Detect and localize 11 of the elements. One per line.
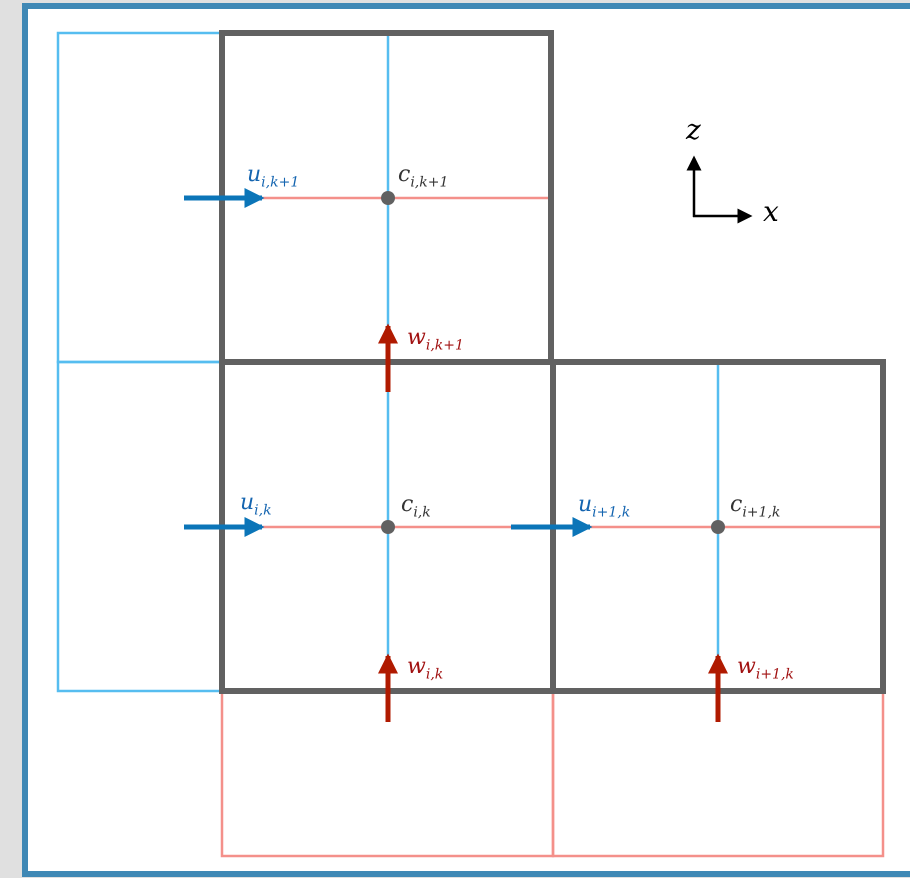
axis-label: x [763,200,779,224]
variable-label: u$_{i,k+1}$ [247,163,300,192]
variable-label: w$_{i,k}$ [407,655,444,684]
variable-label: w$_{i+1,k}$ [737,655,794,684]
variable-label: u$_{i,k}$ [240,491,272,520]
variable-label: u$_{i+1,k}$ [578,493,630,522]
variable-label: c$_{i,k+1}$ [398,163,448,192]
variable-label: w$_{i,k+1}$ [407,326,464,356]
variable-label: c$_{i+1,k}$ [730,493,780,522]
variable-label: c$_{i,k}$ [401,493,431,522]
axis-label: z [686,118,701,142]
